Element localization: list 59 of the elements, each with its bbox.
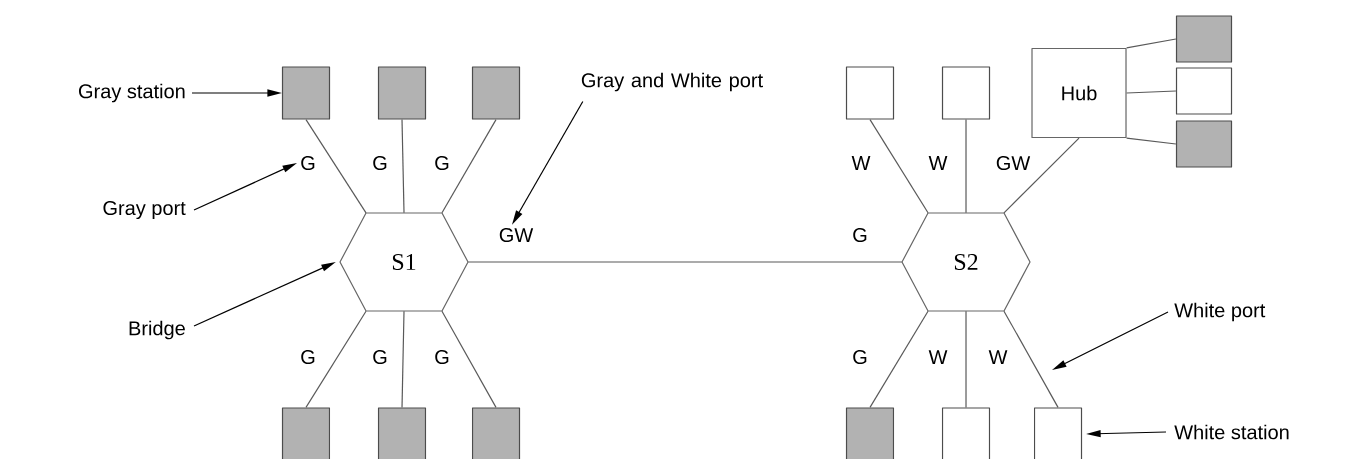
station-box — [845, 407, 895, 459]
callout-text: Gray port — [103, 200, 186, 220]
port-label: GW — [996, 155, 1031, 171]
station-box — [471, 407, 521, 459]
link-line — [1003, 137, 1080, 214]
bridge-hexagon: S2 — [901, 212, 1031, 312]
leader-arrow — [193, 163, 298, 211]
link-line — [1126, 137, 1177, 145]
callout-text: White port — [1174, 302, 1266, 322]
hub-box: Hub — [1031, 47, 1127, 139]
port-label: G — [853, 349, 867, 365]
link-line — [305, 310, 367, 408]
link-line — [401, 119, 405, 214]
station-box — [1175, 67, 1233, 115]
port-label: G — [301, 349, 315, 365]
link-line — [305, 119, 367, 214]
link-line — [441, 310, 497, 408]
link-line — [1126, 90, 1177, 94]
port-label: G — [435, 349, 449, 365]
link-line — [965, 119, 967, 214]
station-box — [377, 407, 427, 459]
station-box — [1175, 15, 1233, 63]
station-box — [1175, 120, 1233, 168]
station-box — [471, 66, 521, 120]
link-line — [1003, 310, 1059, 408]
port-label: G — [373, 155, 387, 171]
callout-text: Gray and White port — [581, 72, 763, 92]
leader-arrow — [1052, 311, 1169, 370]
link-line — [441, 119, 497, 214]
bridge-hexagon: S1 — [339, 212, 469, 312]
station-box — [941, 66, 991, 120]
callout-text: Gray station — [79, 83, 185, 103]
port-label: W — [928, 350, 948, 364]
port-label: G — [435, 155, 449, 171]
station-box — [281, 66, 331, 120]
link-line — [869, 310, 929, 408]
station-box — [845, 66, 895, 120]
port-label: W — [928, 156, 948, 170]
link-line — [401, 310, 405, 408]
station-box — [1033, 407, 1083, 459]
leader-arrow — [193, 262, 336, 327]
callout-text: Bridge — [129, 320, 185, 340]
port-label: G — [853, 227, 867, 243]
station-box — [377, 66, 427, 120]
link-line — [467, 261, 903, 263]
port-label: W — [988, 350, 1008, 364]
port-label: G — [301, 155, 315, 171]
port-label: W — [851, 156, 871, 170]
leader-arrow — [1086, 430, 1167, 438]
callout-text: White station — [1174, 424, 1289, 440]
station-box — [281, 407, 331, 459]
link-line — [965, 310, 967, 408]
port-label: GW — [499, 227, 534, 243]
link-line — [869, 119, 929, 214]
link-line — [1126, 38, 1177, 49]
station-box — [941, 407, 991, 459]
port-label: G — [373, 349, 387, 365]
leader-arrow — [191, 89, 282, 97]
leader-arrow — [512, 100, 584, 225]
